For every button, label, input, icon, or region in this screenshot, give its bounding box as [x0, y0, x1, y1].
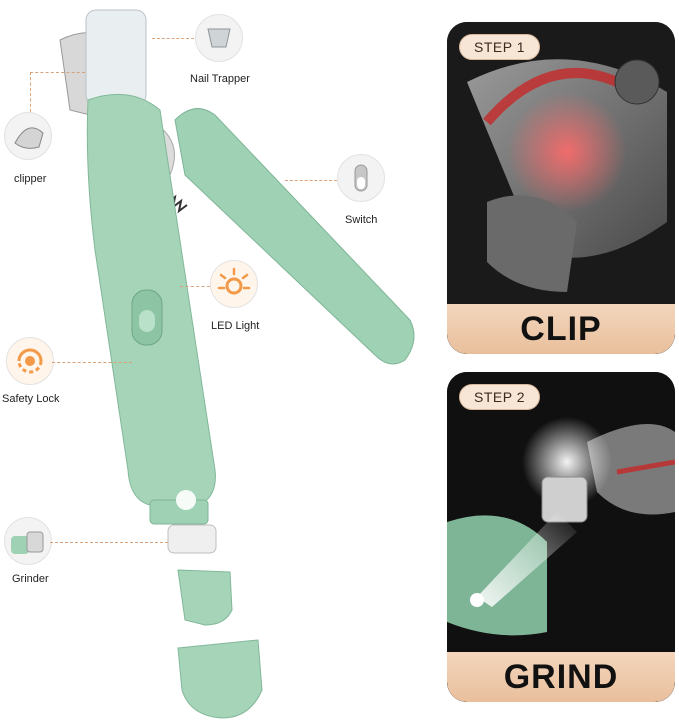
step-1-title: CLIP [520, 309, 602, 348]
led-light-icon [217, 267, 251, 295]
step-2-panel: STEP 2 GRIND [447, 372, 675, 702]
led-light-thumbnail [210, 260, 258, 308]
nail-trapper-icon [207, 28, 231, 48]
step-1-pill: STEP 1 [459, 34, 540, 60]
switch-icon [354, 164, 368, 192]
step-1-banner: CLIP [447, 304, 675, 354]
clipper-icon [14, 127, 44, 149]
nail-clipper-illustration [59, 9, 415, 719]
clipper-label: clipper [14, 173, 47, 185]
safety-lock-label: Safety Lock [2, 393, 60, 405]
step-1-panel: STEP 1 CLIP [447, 22, 675, 354]
nail-trapper-thumbnail [195, 14, 243, 62]
step-2-pill: STEP 2 [459, 384, 540, 410]
switch-label: Switch [345, 214, 378, 226]
grinder-thumbnail [4, 517, 52, 565]
safety-lock-thumbnail [6, 337, 54, 385]
clipper-thumbnail [4, 112, 52, 160]
switch-thumbnail [337, 154, 385, 202]
nail-trapper-label: Nail Trapper [190, 73, 250, 85]
step-2-title: GRIND [503, 657, 619, 696]
grinder-icon [11, 531, 44, 554]
grind-photo [447, 372, 675, 702]
clip-photo [447, 22, 675, 354]
led-light-label: LED Light [211, 320, 260, 332]
grinder-label: Grinder [12, 573, 49, 585]
safety-lock-icon [17, 348, 43, 374]
step-2-banner: GRIND [447, 652, 675, 702]
